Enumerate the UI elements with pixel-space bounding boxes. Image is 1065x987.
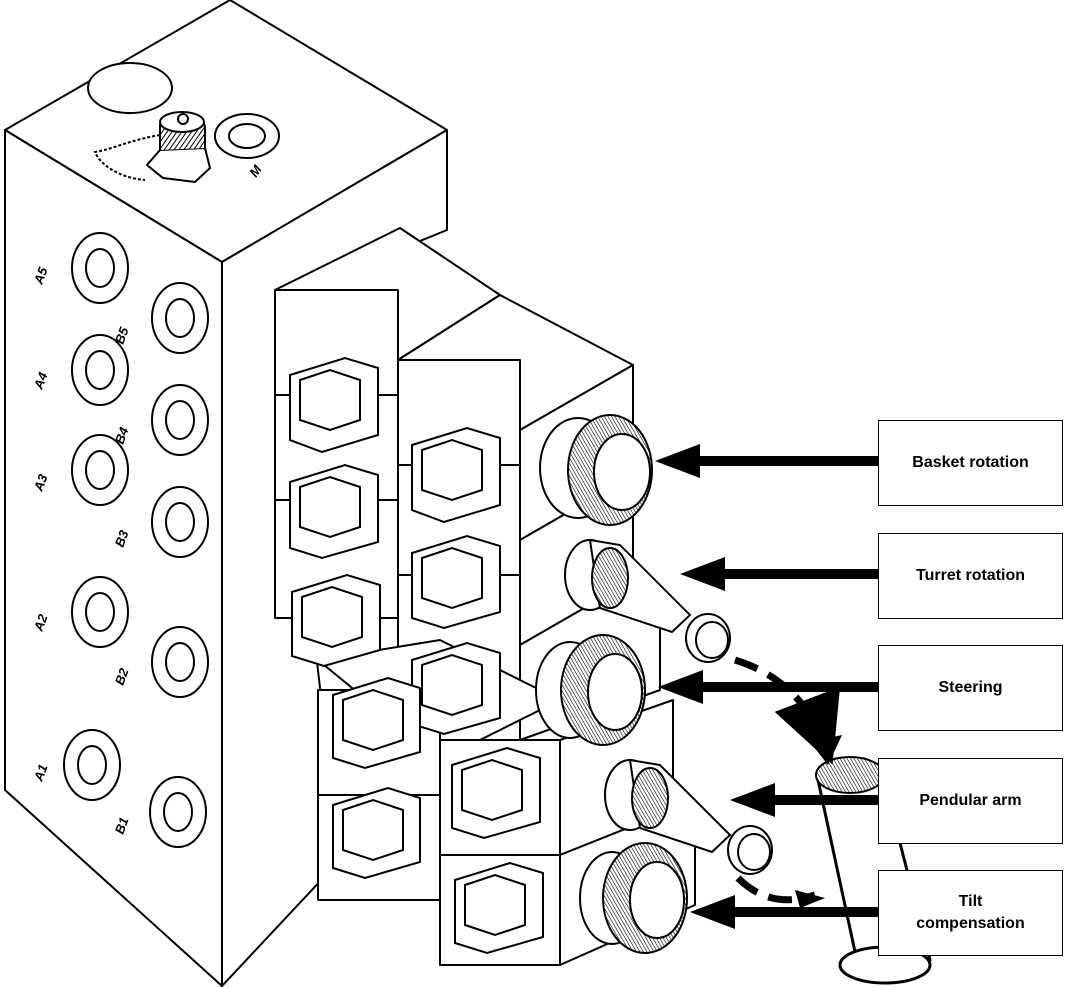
- turret-rotation-pin-icon: [564, 538, 731, 663]
- coil-connectors: [289, 356, 544, 955]
- port-a4: [71, 334, 129, 406]
- port-a3: [71, 434, 129, 506]
- callout-tilt-line1: Tilt: [958, 893, 983, 910]
- callout-basket-rotation-text: Basket rotation: [912, 454, 1029, 471]
- arrow-turret-rotation: [680, 557, 878, 591]
- port-a5: [71, 232, 129, 304]
- port-a1: [63, 729, 121, 801]
- label-a5: A5: [30, 265, 50, 287]
- callout-steering: Steering: [878, 645, 1063, 731]
- arrow-heads: [795, 735, 842, 908]
- label-b2: B2: [112, 666, 132, 687]
- top-plug-hole: [87, 62, 173, 114]
- port-b1: [149, 776, 207, 848]
- connector-icon: [451, 746, 541, 840]
- port-b2: [151, 626, 209, 698]
- callout-pendular-arm-text: Pendular arm: [919, 792, 1022, 809]
- test-coupling-icon: [93, 111, 212, 184]
- port-a2: [71, 576, 129, 648]
- m-port-inner: [228, 123, 266, 149]
- tilt-compensation-knob-icon: [579, 842, 688, 954]
- connector-icon: [411, 641, 501, 736]
- callout-turret-rotation-text: Turret rotation: [915, 567, 1026, 584]
- arrow-steering: [658, 670, 878, 704]
- steering-knob-icon: [535, 634, 646, 746]
- basket-rotation-knob-icon: [539, 414, 653, 526]
- port-holes: [63, 232, 209, 848]
- turret-to-lever-arrow: [733, 656, 841, 765]
- port-b4: [151, 384, 209, 456]
- label-a4: A4: [30, 370, 50, 392]
- connector-icon: [289, 356, 379, 454]
- callout-pendular-arm: Pendular arm: [878, 758, 1063, 844]
- callout-steering-text: Steering: [938, 679, 1003, 696]
- label-b3: B3: [112, 528, 132, 549]
- callout-arrows: [655, 444, 878, 929]
- callout-turret-rotation: Turret rotation: [878, 533, 1063, 619]
- port-b5: [151, 282, 209, 354]
- connector-icon: [411, 534, 501, 630]
- connector-icon: [291, 573, 381, 668]
- arrow-pendular-arm: [730, 783, 878, 817]
- valve-knobs: [535, 414, 773, 954]
- connector-icon: [332, 676, 421, 770]
- connector-icon: [289, 463, 379, 560]
- callout-tilt-compensation: Tilt compensation: [878, 870, 1063, 956]
- label-a1: A1: [30, 762, 50, 784]
- pendular-arm-pin-icon: [604, 758, 773, 875]
- label-b4: B4: [112, 425, 132, 446]
- label-a2: A2: [30, 612, 50, 634]
- arrow-basket-rotation: [655, 444, 878, 478]
- label-a3: A3: [30, 472, 50, 494]
- callout-basket-rotation: Basket rotation: [878, 420, 1063, 506]
- callout-tilt-line2: compensation: [916, 915, 1025, 932]
- label-b1: B1: [112, 815, 132, 836]
- label-b5: B5: [112, 325, 132, 346]
- arrow-tilt-compensation: [690, 895, 878, 929]
- port-b3: [151, 486, 209, 558]
- connector-icon: [411, 426, 501, 524]
- connector-icon: [454, 861, 544, 955]
- top-features: [87, 62, 280, 184]
- connector-icon: [332, 786, 421, 880]
